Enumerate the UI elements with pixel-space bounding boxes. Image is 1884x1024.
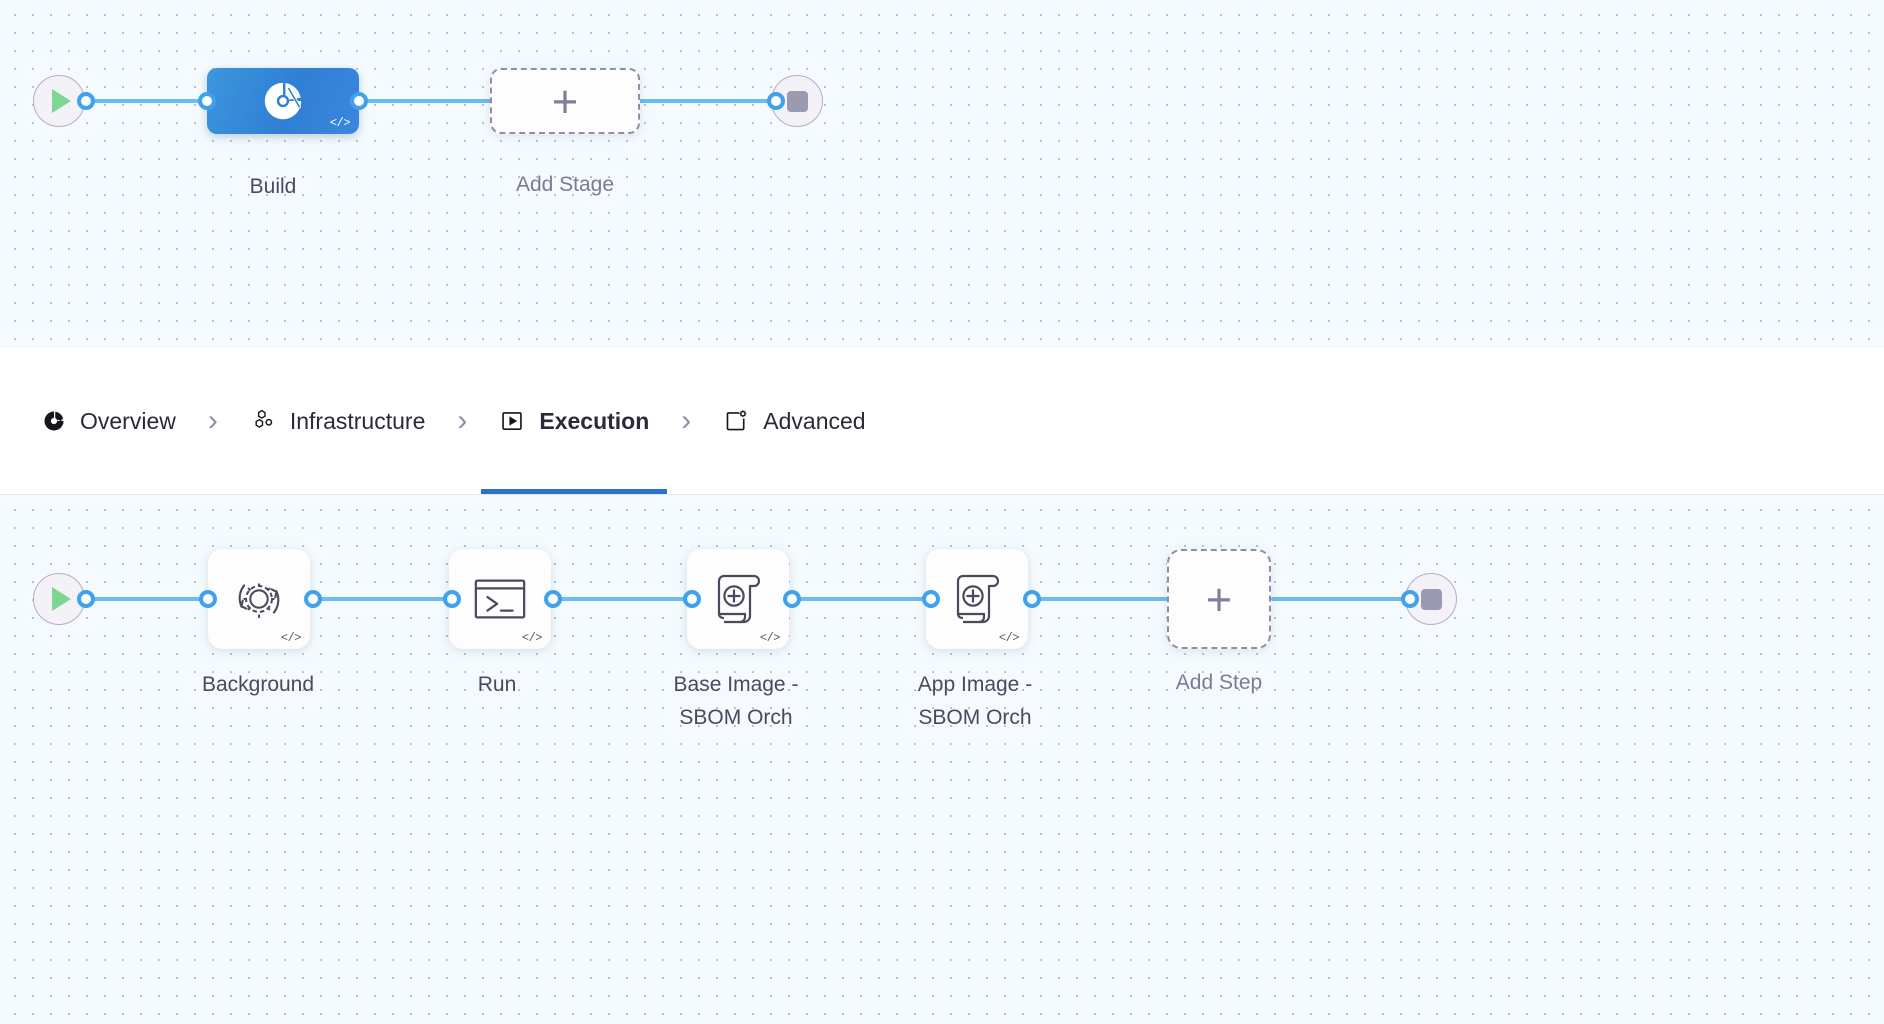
app-image-output-port[interactable] <box>1023 590 1041 608</box>
scroll-plus-icon <box>956 574 1000 624</box>
add-step-button[interactable]: + <box>1167 549 1271 649</box>
terminal-icon <box>474 579 526 619</box>
tab-label: Infrastructure <box>289 407 426 434</box>
stage-canvas[interactable]: </> Build + Add Stage <box>0 0 1884 348</box>
code-badge[interactable]: </> <box>521 631 543 645</box>
step-label-base-image-sbom-orch: Base Image - SBOM Orch <box>673 673 799 729</box>
step-end-node[interactable] <box>1405 573 1457 625</box>
step-node-base-image-sbom-orch[interactable]: </> <box>687 549 789 649</box>
connector-start-to-background <box>86 597 211 601</box>
plus-icon: + <box>551 75 579 127</box>
connector-base-to-app-image <box>789 597 931 601</box>
background-output-port[interactable] <box>304 590 322 608</box>
code-badge[interactable]: </> <box>329 116 351 130</box>
stage-label-build: Build <box>249 175 297 198</box>
stage-end-port[interactable] <box>767 92 785 110</box>
stage-start-node[interactable] <box>33 75 85 127</box>
stop-icon <box>786 90 808 112</box>
tab-advanced[interactable]: Advanced <box>705 348 883 494</box>
tab-separator: › <box>207 404 218 437</box>
step-end-port[interactable] <box>1401 590 1419 608</box>
build-output-port[interactable] <box>350 92 368 110</box>
card-gear-icon <box>723 408 749 434</box>
step-node-app-image-sbom-orch[interactable]: </> <box>926 549 1028 649</box>
connector-background-to-run <box>310 597 452 601</box>
run-output-port[interactable] <box>544 590 562 608</box>
connector-run-to-base-image <box>550 597 692 601</box>
harness-pie-icon <box>264 82 302 120</box>
tab-separator: › <box>457 404 468 437</box>
plus-icon: + <box>1205 573 1233 625</box>
tab-label: Overview <box>80 407 176 434</box>
step-node-run[interactable]: </> <box>449 549 551 649</box>
tab-label: Execution <box>539 407 650 434</box>
play-icon <box>52 89 71 113</box>
run-input-port[interactable] <box>443 590 461 608</box>
stop-icon <box>1420 588 1442 610</box>
play-box-icon <box>499 408 525 434</box>
harness-pie-icon <box>42 409 66 433</box>
tab-execution[interactable]: Execution <box>481 348 668 494</box>
base-image-output-port[interactable] <box>783 590 801 608</box>
connector-addstep-to-end <box>1271 597 1413 601</box>
connector-start-to-build <box>86 99 234 103</box>
stage-node-build[interactable]: </> <box>207 68 359 134</box>
tab-label: Advanced <box>763 407 866 434</box>
stage-config-tabs: Overview › Infrastructure › Execution <box>0 348 1884 495</box>
step-start-port[interactable] <box>77 590 95 608</box>
hexagon-cluster-icon <box>250 408 276 434</box>
add-stage-button[interactable]: + <box>490 68 640 134</box>
step-canvas[interactable]: </> Background </> Run <box>0 495 1884 1024</box>
app-image-input-port[interactable] <box>922 590 940 608</box>
background-input-port[interactable] <box>199 590 217 608</box>
connector-build-to-addstage <box>357 99 507 103</box>
code-badge[interactable]: </> <box>998 631 1020 645</box>
code-badge[interactable]: </> <box>759 631 781 645</box>
add-step-label: Add Step <box>1175 671 1263 694</box>
connector-app-image-to-addstep <box>1029 597 1171 601</box>
build-input-port[interactable] <box>198 92 216 110</box>
code-badge[interactable]: </> <box>280 631 302 645</box>
step-label-app-image-sbom-orch: App Image - SBOM Orch <box>917 673 1033 729</box>
gear-refresh-icon <box>238 583 280 618</box>
connector-addstage-to-end <box>633 99 791 103</box>
base-image-input-port[interactable] <box>683 590 701 608</box>
step-label-background: Background <box>201 673 315 696</box>
step-label-run: Run <box>477 673 517 696</box>
tab-overview[interactable]: Overview <box>24 348 194 494</box>
play-icon <box>52 587 71 611</box>
stage-start-port[interactable] <box>77 92 95 110</box>
tab-infrastructure[interactable]: Infrastructure <box>232 348 444 494</box>
add-stage-label: Add Stage <box>515 173 615 196</box>
scroll-plus-icon <box>717 574 761 624</box>
step-start-node[interactable] <box>33 573 85 625</box>
step-node-background[interactable]: </> <box>208 549 310 649</box>
tab-separator: › <box>681 404 692 437</box>
